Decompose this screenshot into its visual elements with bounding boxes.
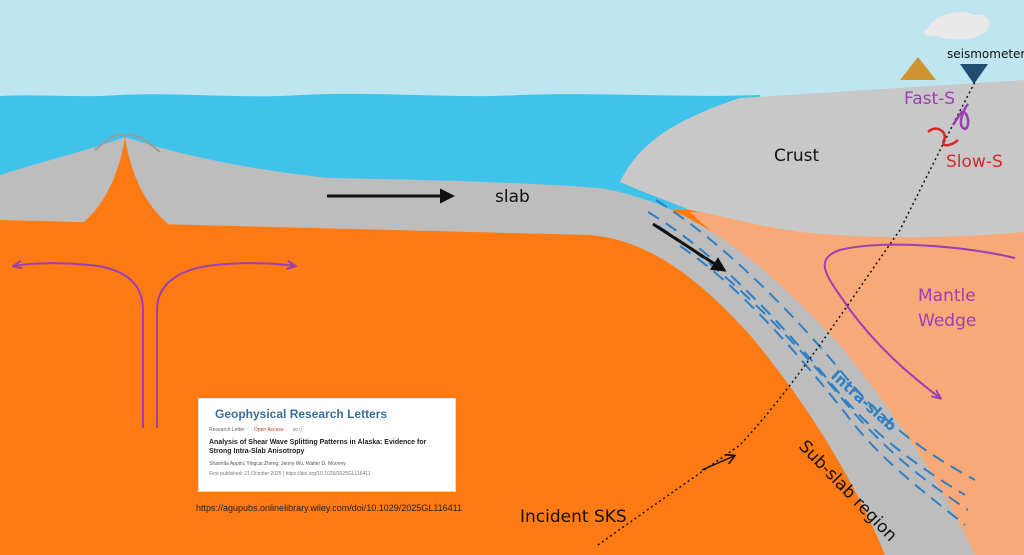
ridge-crest xyxy=(94,133,161,153)
mantle-wedge xyxy=(690,212,1024,555)
sks-ray-path xyxy=(597,79,977,546)
paper-authors: Sharmila Appini, Yingcai Zheng, Jenny Wu… xyxy=(209,461,346,467)
sks-direction-arrow xyxy=(701,456,734,471)
seismometer-label: seismometer xyxy=(947,47,1024,61)
crust-label: Crust xyxy=(774,146,819,166)
mantle-flow-left xyxy=(14,263,144,428)
mantle-flow-right xyxy=(156,263,295,428)
mantle-wedge-label-2: Wedge xyxy=(918,311,976,331)
paper-published: First published: 21 October 2025 | https… xyxy=(209,471,371,477)
paper-journal: Geophysical Research Letters xyxy=(215,407,388,421)
wedge-corner-flow xyxy=(823,243,1016,398)
paper-card[interactable]: Geophysical Research Letters Research Le… xyxy=(198,398,456,492)
fast-s-label: Fast-S xyxy=(904,89,955,109)
volcano xyxy=(900,57,936,80)
slab-body xyxy=(0,137,975,555)
slow-s-label: Slow-S xyxy=(946,152,1003,172)
open-access-badge: Open Access xyxy=(253,427,284,433)
source-url[interactable]: https://agupubs.onlinelibrary.wiley.com/… xyxy=(196,503,463,513)
slow-s-wave xyxy=(927,127,959,147)
crust xyxy=(620,80,1024,238)
license-icon: cc ⓘ xyxy=(292,427,305,433)
fast-s-wave xyxy=(951,103,970,131)
slab-motion-arrow xyxy=(652,222,727,272)
seismometer-icon xyxy=(960,64,988,84)
volcano-plume xyxy=(924,12,990,40)
paper-title: Analysis of Shear Wave Splitting Pattern… xyxy=(209,439,427,455)
slab-label: slab xyxy=(495,187,530,207)
paper-meta: Research Letter Open Access cc ⓘ xyxy=(209,426,445,433)
mantle-wedge-label-1: Mantle xyxy=(918,286,976,306)
paper-article-type: Research Letter xyxy=(209,427,245,433)
incident-sks-label: Incident SKS xyxy=(520,507,627,527)
upwelling-plume xyxy=(70,138,180,232)
